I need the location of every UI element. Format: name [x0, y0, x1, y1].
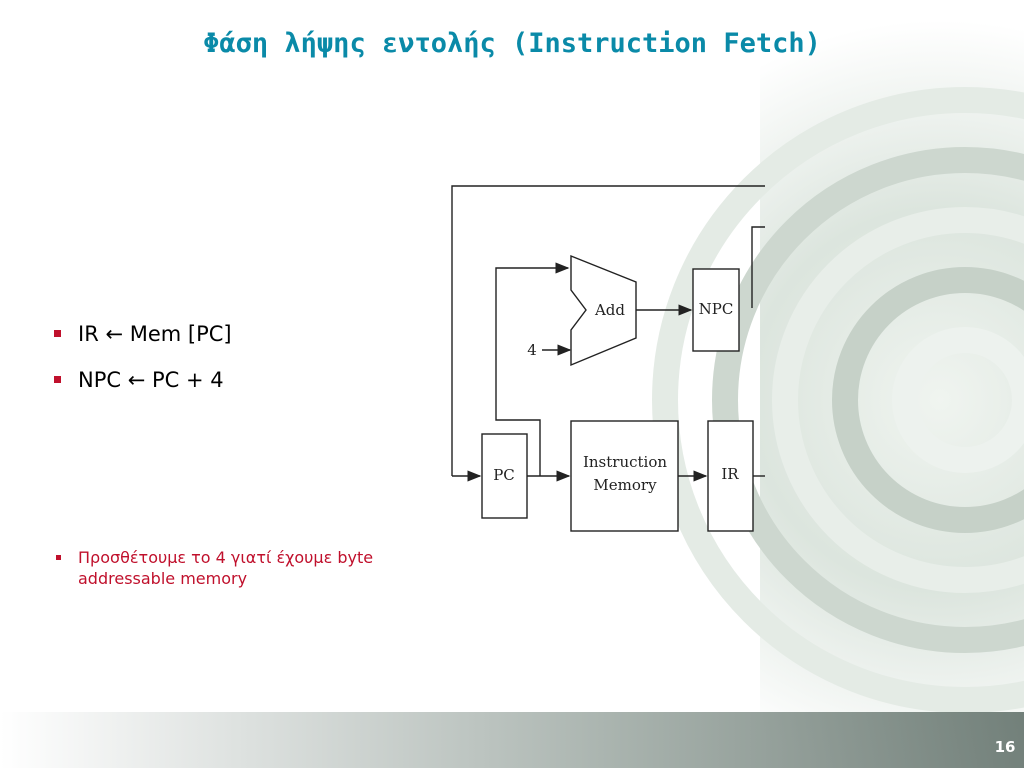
note-bullet: Προσθέτουμε το 4 γιατί έχουμε byte addre… [52, 547, 458, 589]
feedback-wire [451, 185, 765, 476]
bullet-marker [54, 376, 61, 383]
npc-register [692, 268, 740, 352]
add-label: Add [594, 301, 625, 319]
pc-label: PC [493, 466, 515, 484]
bullet-item-ir: IR ← Mem [PC] [52, 322, 232, 368]
instruction-memory-block [570, 420, 679, 532]
slide-title: Φάση λήψης εντολής (Instruction Fetch) [203, 28, 821, 59]
mux-wire [751, 226, 765, 308]
bullet-marker [54, 330, 61, 337]
bullet-text: NPC ← PC + 4 [78, 368, 224, 392]
pc-to-add-wire [495, 262, 570, 476]
bullet-item-npc: NPC ← PC + 4 [52, 368, 232, 414]
pc-register [481, 433, 528, 519]
ir-register [707, 420, 754, 532]
note-text: Προσθέτουμε το 4 γιατί έχουμε byte addre… [78, 548, 374, 588]
page-number: 16 [994, 738, 1016, 756]
ir-label: IR [721, 465, 739, 483]
bullet-text: IR ← Mem [PC] [78, 322, 232, 346]
instruction-memory-label-line2: Memory [593, 476, 657, 494]
instruction-memory-label-line1: Instruction [583, 453, 667, 471]
add-alu [570, 254, 637, 367]
bullet-list: IR ← Mem [PC] NPC ← PC + 4 [52, 322, 232, 414]
npc-label: NPC [699, 300, 734, 318]
constant-4-label: 4 [527, 341, 537, 359]
bullet-marker [56, 555, 61, 560]
